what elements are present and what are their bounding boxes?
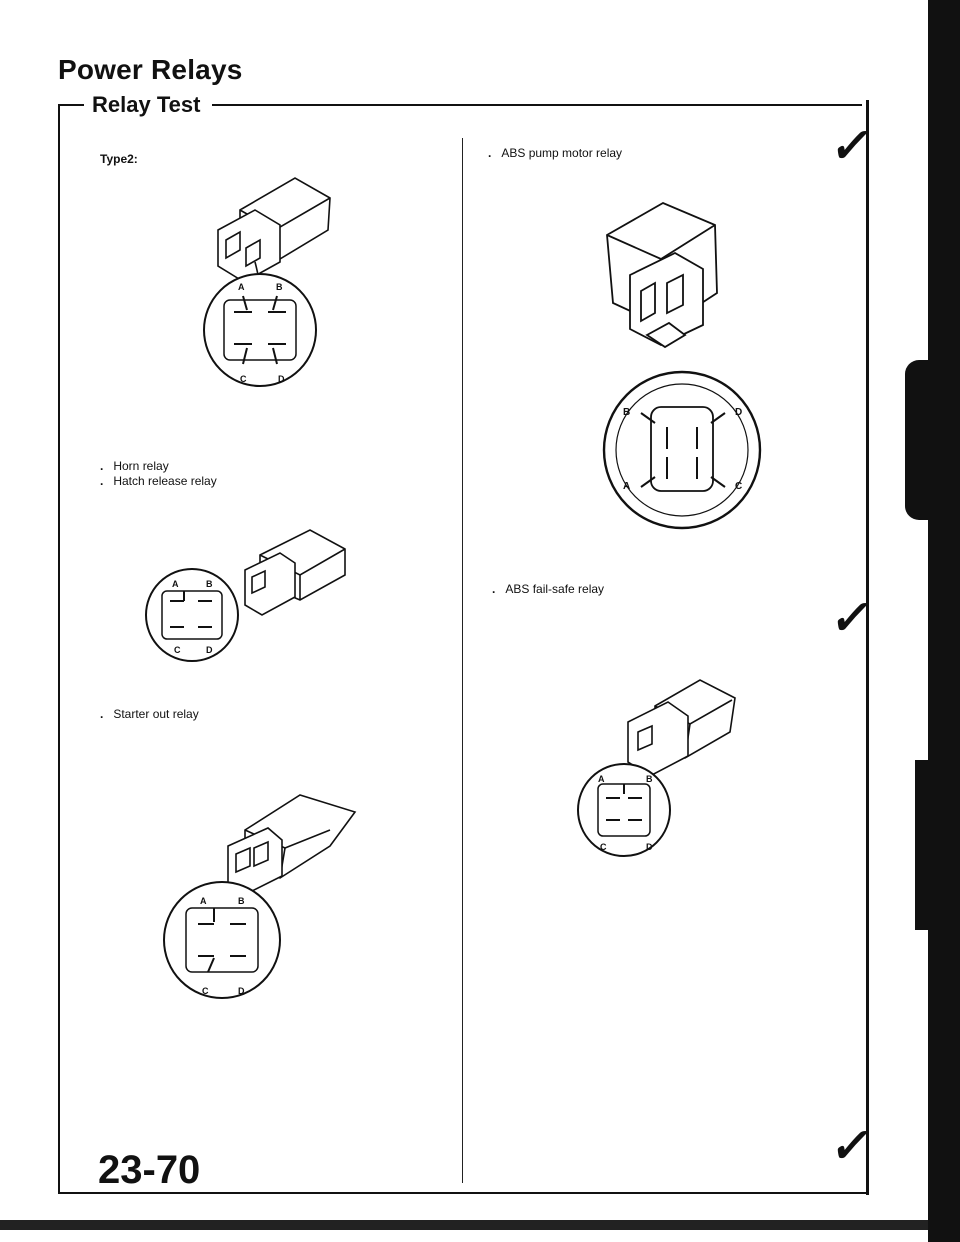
scan-edge-notch [915, 760, 930, 930]
scan-edge-notch [905, 360, 930, 520]
pin-d-label: D [206, 645, 213, 655]
margin-check-mark-icon: ✓ [827, 592, 877, 645]
pin-b-label: B [646, 774, 653, 784]
bottom-border [58, 1192, 866, 1194]
scan-edge-bar [928, 0, 960, 1242]
relay-list: .Starter out relay [100, 707, 199, 722]
list-item: .Horn relay [100, 459, 169, 473]
pin-a-label: A [200, 896, 207, 906]
right-border [866, 100, 869, 1195]
pin-a-label: A [238, 282, 245, 292]
pin-d-label: D [735, 407, 742, 418]
type-label: Type2: [100, 152, 138, 166]
section-rule-stub [58, 104, 84, 106]
relay-connector-diagram-icon: A B C D [145, 529, 346, 662]
pin-c-label: C [202, 986, 209, 996]
pin-d-label: D [278, 374, 285, 384]
relay-connector-diagram-icon: A B C D [203, 177, 331, 387]
section-title: Relay Test [92, 92, 201, 117]
page-number: 23-70 [98, 1148, 201, 1192]
pin-d-label: D [238, 986, 245, 996]
left-border [58, 104, 60, 1194]
pin-c-label: C [240, 374, 247, 384]
relay-connector-diagram-icon: A B C D [163, 794, 357, 999]
list-item: .ABS fail-safe relay [492, 582, 605, 596]
relay-connector-diagram-icon: A B C D [577, 679, 736, 857]
pin-a-label: A [598, 774, 605, 784]
relay-list: .Horn relay .Hatch release relay [100, 459, 217, 489]
pin-d-label: D [646, 842, 653, 852]
relay-list: .ABS pump motor relay [488, 146, 622, 161]
margin-check-mark-icon: ✓ [827, 1120, 877, 1173]
pin-c-label: C [735, 481, 742, 492]
list-item: .ABS pump motor relay [488, 146, 623, 160]
page-title: Power Relays [58, 54, 243, 85]
list-item: .Starter out relay [100, 707, 199, 721]
column-divider [462, 138, 463, 1183]
margin-check-mark-icon: ✓ [827, 120, 877, 173]
pin-b-label: B [206, 579, 213, 589]
list-item: .Hatch release relay [100, 474, 217, 488]
relay-list: .ABS fail-safe relay [492, 582, 604, 597]
relay-connector-diagram-icon: B D A C [602, 201, 762, 530]
pin-a-label: A [172, 579, 179, 589]
pin-c-label: C [174, 645, 181, 655]
pin-c-label: C [600, 842, 607, 852]
pin-a-label: A [623, 481, 630, 492]
pin-b-label: B [276, 282, 283, 292]
section-rule [212, 104, 862, 106]
pin-b-label: B [238, 896, 245, 906]
pin-b-label: B [623, 407, 630, 418]
scan-bottom-line [0, 1220, 928, 1230]
